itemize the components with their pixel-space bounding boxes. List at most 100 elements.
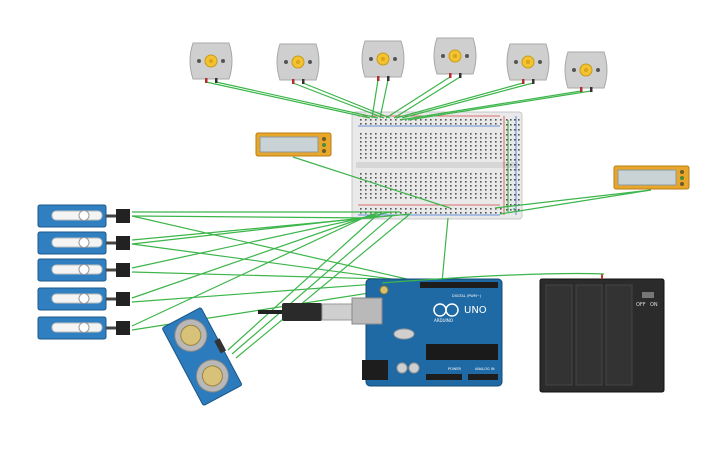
- breadboard-hole: [435, 197, 437, 199]
- servo-2[interactable]: [37, 231, 130, 255]
- breadboard-hole: [460, 119, 462, 121]
- breadboard-hole: [450, 197, 452, 199]
- breadboard-hole: [410, 133, 412, 135]
- breadboard-hole: [455, 197, 457, 199]
- breadboard-hole: [495, 133, 497, 135]
- breadboard-hole: [500, 119, 502, 121]
- breadboard-hole: [455, 189, 457, 191]
- motor-terminal-b: [532, 79, 535, 84]
- arduino-uno[interactable]: UNO ARDUINO DIGITAL (PWM~) POWER ANALOG …: [351, 278, 503, 387]
- breadboard-hole: [380, 177, 382, 179]
- breadboard-hole: [435, 119, 437, 121]
- dc-motor-3[interactable]: [361, 40, 405, 81]
- breadboard-hole: [495, 189, 497, 191]
- breadboard-hole: [470, 173, 472, 175]
- battery-cell-1: [545, 284, 573, 386]
- usb-cable[interactable]: [258, 303, 353, 321]
- breadboard-hole: [510, 194, 512, 196]
- breadboard-hole: [440, 157, 442, 159]
- breadboard-hole: [495, 157, 497, 159]
- breadboard-hole: [470, 141, 472, 143]
- breadboard-hole: [495, 185, 497, 187]
- breadboard-hole: [450, 208, 452, 210]
- breadboard-hole: [410, 197, 412, 199]
- lcd-display-left[interactable]: [255, 132, 332, 157]
- breadboard-hole: [510, 119, 512, 121]
- breadboard-hole: [440, 181, 442, 183]
- servo-4[interactable]: [37, 287, 130, 311]
- breadboard-hole: [430, 185, 432, 187]
- dc-motor-2[interactable]: [276, 43, 320, 84]
- breadboard-hole: [460, 123, 462, 125]
- breadboard-hole: [485, 133, 487, 135]
- breadboard-hole: [395, 208, 397, 210]
- lcd-display-right[interactable]: [613, 165, 690, 190]
- servo-horn: [51, 293, 103, 304]
- breadboard-hole: [475, 181, 477, 183]
- battery-on-label: ON: [650, 302, 658, 308]
- breadboard-hole: [506, 159, 508, 161]
- breadboard-hole: [395, 145, 397, 147]
- breadboard-hole: [365, 189, 367, 191]
- breadboard-hole: [465, 149, 467, 151]
- breadboard-hole: [475, 212, 477, 214]
- breadboard-hole: [360, 208, 362, 210]
- breadboard-hole: [435, 149, 437, 151]
- breadboard-hole: [518, 139, 520, 141]
- servo-horn-hub: [78, 237, 90, 248]
- motor-terminal-b: [590, 87, 593, 92]
- breadboard-hole: [455, 208, 457, 210]
- motor-terminal-b: [459, 73, 462, 78]
- breadboard-hole: [506, 139, 508, 141]
- breadboard-hole: [445, 189, 447, 191]
- breadboard-hole: [518, 164, 520, 166]
- breadboard-hole: [485, 212, 487, 214]
- breadboard-hole: [490, 197, 492, 199]
- breadboard-hole: [490, 208, 492, 210]
- breadboard-hole: [465, 153, 467, 155]
- dc-motor-4[interactable]: [433, 37, 477, 78]
- breadboard-hole: [370, 141, 372, 143]
- breadboard-hole: [440, 189, 442, 191]
- breadboard-hole: [450, 119, 452, 121]
- breadboard-hole: [420, 153, 422, 155]
- breadboard-hole: [380, 189, 382, 191]
- breadboard-hole: [455, 141, 457, 143]
- dc-motor-6[interactable]: [564, 51, 608, 92]
- wire-22: [131, 211, 381, 299]
- breadboard-hole: [455, 212, 457, 214]
- breadboard-hole: [490, 193, 492, 195]
- wire-5: [371, 79, 379, 119]
- servo-connector: [116, 263, 130, 277]
- battery-switch[interactable]: [642, 292, 654, 298]
- breadboard-hole: [380, 133, 382, 135]
- breadboard-hole: [450, 141, 452, 143]
- battery-pack[interactable]: OFF ON: [539, 274, 665, 393]
- breadboard-hole: [430, 197, 432, 199]
- ultrasonic-sensor[interactable]: [162, 306, 244, 406]
- breadboard-hole: [400, 181, 402, 183]
- servo-3[interactable]: [37, 258, 130, 282]
- breadboard-hole: [490, 119, 492, 121]
- breadboard-hole: [410, 181, 412, 183]
- breadboard-hole: [370, 189, 372, 191]
- breadboard-hole: [465, 197, 467, 199]
- breadboard[interactable]: [351, 111, 523, 220]
- breadboard-hole: [455, 173, 457, 175]
- dc-motor-5[interactable]: [506, 43, 550, 84]
- motor-terminal-b: [387, 76, 390, 81]
- breadboard-hole: [390, 177, 392, 179]
- breadboard-hole: [506, 164, 508, 166]
- servo-1[interactable]: [37, 204, 130, 228]
- arduino-reset-button[interactable]: [379, 285, 389, 295]
- breadboard-hole: [475, 173, 477, 175]
- servo-5[interactable]: [37, 316, 130, 340]
- breadboard-hole: [500, 173, 502, 175]
- breadboard-hole: [506, 209, 508, 211]
- breadboard-hole: [500, 212, 502, 214]
- breadboard-hole: [375, 137, 377, 139]
- dc-motor-1[interactable]: [189, 42, 233, 83]
- breadboard-hole: [480, 149, 482, 151]
- breadboard-hole: [514, 179, 516, 181]
- motor-terminal-a: [522, 79, 525, 84]
